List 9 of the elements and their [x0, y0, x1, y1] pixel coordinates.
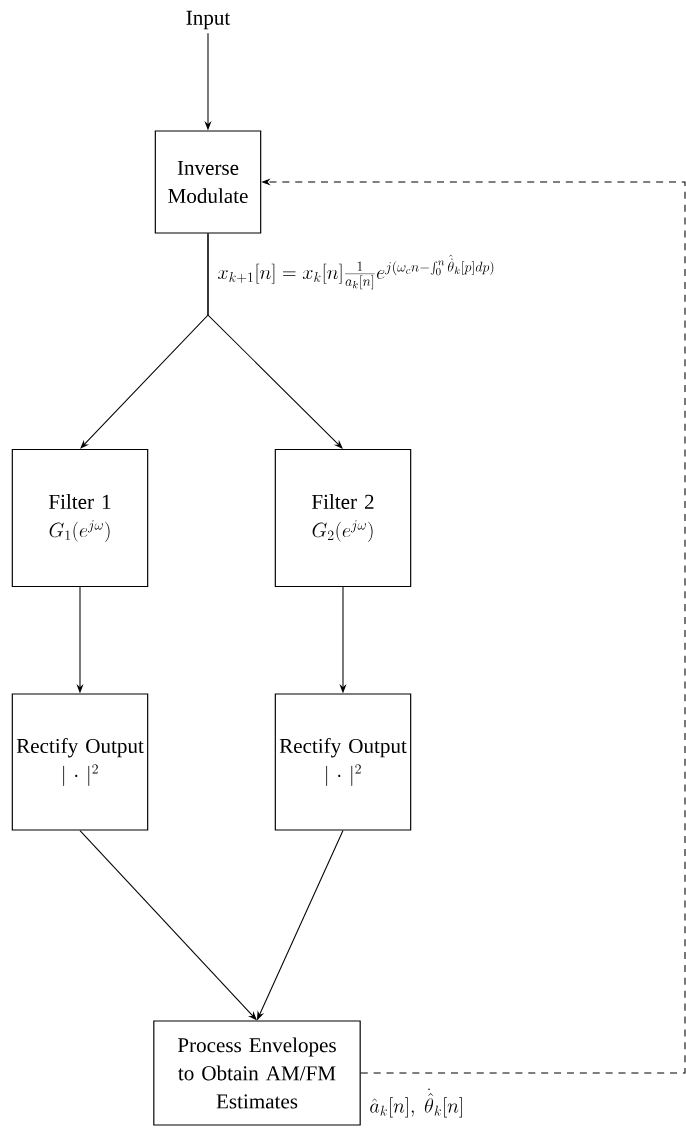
input-label: Input [186, 10, 231, 30]
process-box: Inverse Modulate [154, 130, 262, 234]
process-box: Filter 1 $G_1(e^{j\omega})$ [11, 448, 149, 588]
process-box: Process Envelopes to Obtain AM/FM Estimates [153, 1020, 361, 1126]
arrow [207, 233, 343, 449]
formula-label: $x_{k+1}[n] = x_k[n]\frac{1}{a_k[n]}e^{j(\omega_c n - \int_0^n \hat{\dot{\theta}}_k[p]dp)}$ [217, 254, 494, 290]
process-box: Rectify Output $|\cdot|^2$ [274, 693, 412, 831]
process-box: Rectify Output $|\cdot|^2$ [11, 693, 149, 831]
process-box: Filter 2 $G_2(e^{j\omega})$ [274, 448, 412, 588]
